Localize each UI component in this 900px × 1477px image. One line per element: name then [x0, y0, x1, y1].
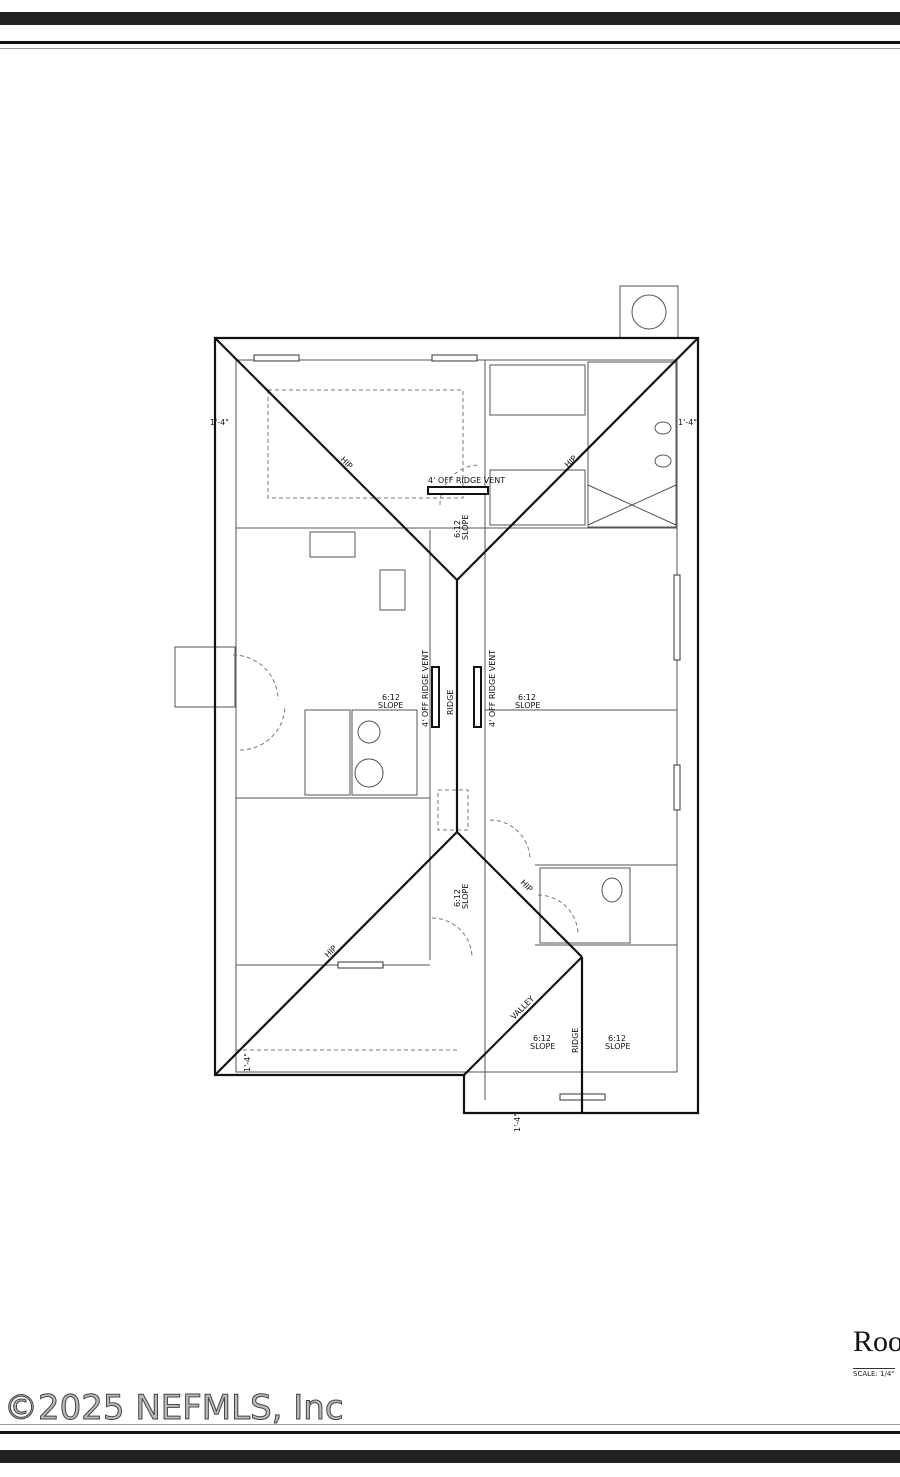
ridge-vent-label: 4' OFF RIDGE VENT	[421, 650, 430, 727]
top-border-bar	[0, 12, 900, 25]
slope-ratio: 6:12	[533, 1034, 551, 1043]
hip-label: HIP	[519, 878, 535, 894]
hip-label: HIP	[563, 454, 579, 470]
hip-line	[214, 337, 458, 581]
hip-line	[214, 831, 458, 1076]
top-border-line	[0, 41, 900, 44]
ridge-vents	[427, 486, 489, 728]
overhang-dimension: 1'-4"	[513, 1113, 522, 1132]
top-border-thin-line	[0, 48, 900, 49]
slope-label: SLOPE	[605, 1042, 630, 1051]
ridge-vent-left	[431, 666, 440, 728]
slope-label: SLOPE	[378, 701, 403, 710]
slope-label: SLOPE	[530, 1042, 555, 1051]
slope-ratio: 6:12	[382, 693, 400, 702]
slope-ratio: 6:12	[608, 1034, 626, 1043]
slope-ratio: 6:12	[518, 693, 536, 702]
roof-lines	[213, 336, 700, 1115]
ridge-vent-top	[427, 486, 489, 495]
hip-line	[456, 337, 699, 581]
ridge-vent-right	[473, 666, 482, 728]
slope-label: SLOPE	[461, 515, 470, 540]
valley-line	[463, 956, 583, 1076]
hip-line	[456, 831, 583, 958]
bottom-border-bar	[0, 1450, 900, 1463]
hip-label: HIP	[323, 944, 339, 960]
floor-plan-walls	[174, 285, 679, 1100]
bottom-border-line	[0, 1431, 900, 1434]
slope-label: SLOPE	[461, 884, 470, 909]
copyright-watermark: ©2025 NEFMLS, Inc	[4, 1388, 345, 1429]
overhang-dimension: 1'-4"	[210, 418, 229, 427]
ridge-vent-label: 4' OFF RIDGE VENT	[488, 650, 497, 727]
slope-ratio: 6:12	[453, 889, 462, 907]
roof-labels: 4' OFF RIDGE VENT 4' OFF RIDGE VENT 4' O…	[210, 418, 697, 1132]
hip-label: HIP	[339, 455, 355, 471]
ridge-label: RIDGE	[571, 1028, 580, 1053]
ridge-vent-label: 4' OFF RIDGE VENT	[428, 476, 505, 485]
bottom-border-thin-line	[0, 1424, 900, 1425]
overhang-dimension: 1'-4"	[243, 1053, 252, 1072]
dashed-outlines	[232, 389, 579, 1051]
drawing-scale: SCALE: 1/4"	[853, 1368, 895, 1378]
ridge-label: RIDGE	[446, 690, 455, 715]
overhang-dimension: 1'-4"	[678, 418, 697, 427]
drawing-title: Roof	[853, 1325, 900, 1358]
slope-ratio: 6:12	[453, 520, 462, 538]
slope-label: SLOPE	[515, 701, 540, 710]
roof-vent-turbine-icon	[619, 285, 679, 339]
